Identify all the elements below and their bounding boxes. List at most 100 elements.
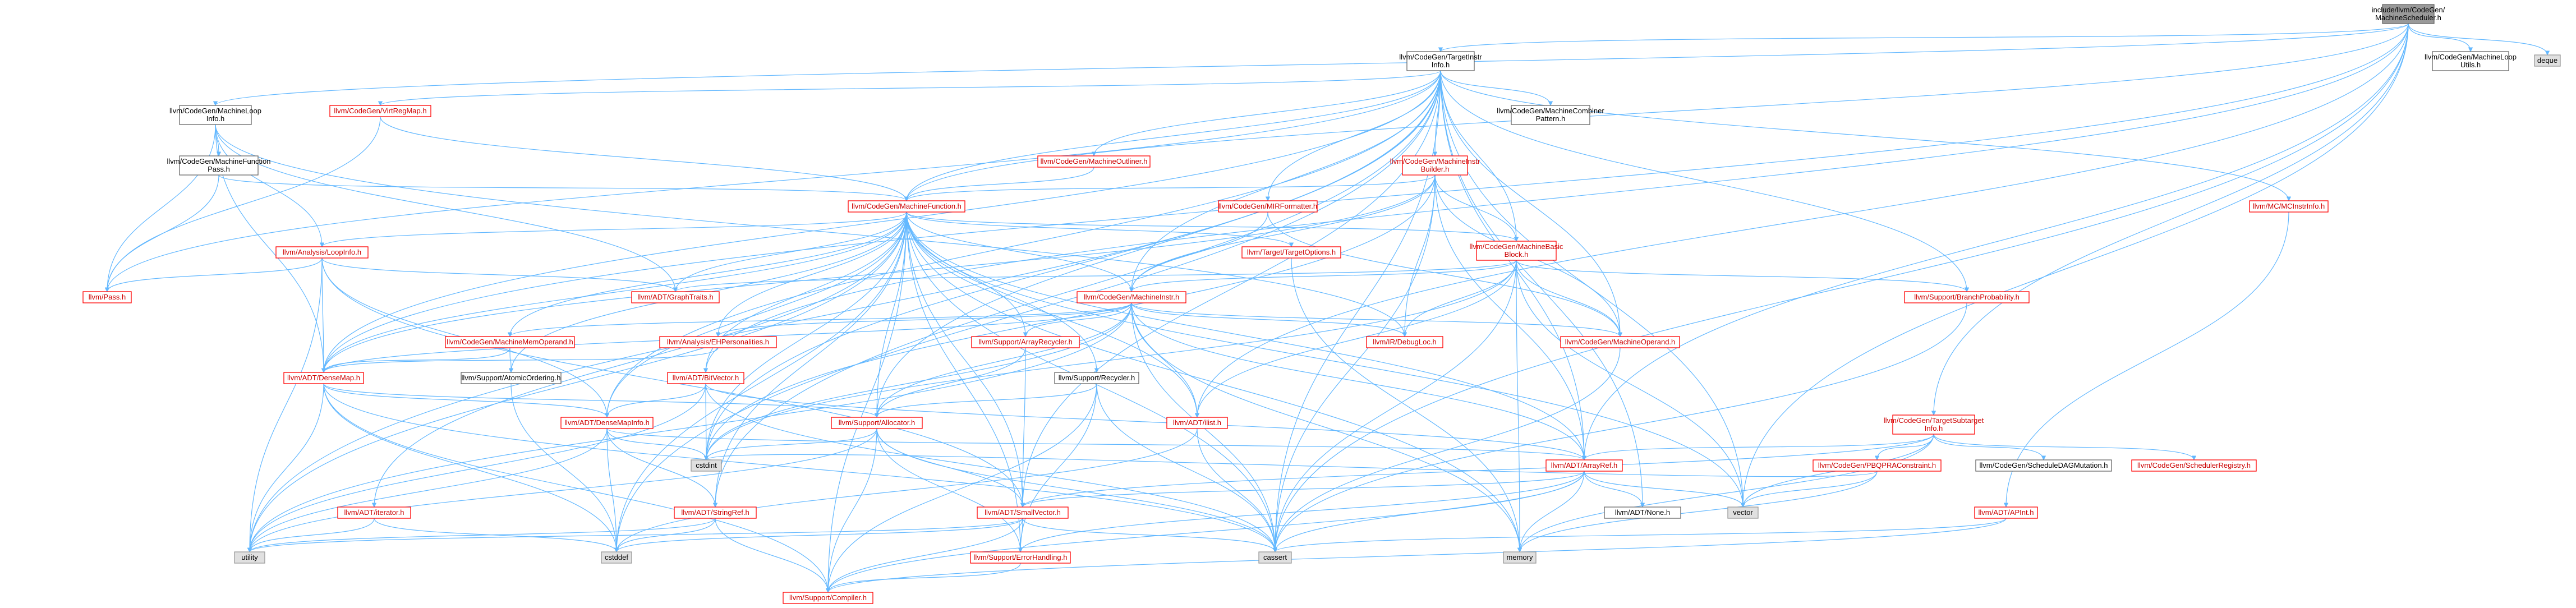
- node-bp[interactable]: llvm/Support/BranchProbability.h: [1904, 291, 2030, 303]
- edge-root-to-mli: [213, 23, 2409, 106]
- node-label: llvm/IR/DebugLoc.h: [1373, 338, 1436, 346]
- node-dmi[interactable]: llvm/ADT/DenseMapInfo.h: [560, 417, 654, 429]
- edge-to-to-memory: [1291, 257, 1522, 552]
- node-label: Info.h: [1432, 61, 1450, 69]
- node-box: [1077, 291, 1186, 303]
- edge-mf-to-dm: [321, 211, 907, 373]
- edge-tii-to-mirf: [1265, 70, 1441, 201]
- edge-mib-to-dm: [321, 174, 1436, 373]
- node-strref[interactable]: llvm/ADT/StringRef.h: [674, 506, 757, 519]
- node-label: llvm/ADT/APInt.h: [1979, 508, 2034, 517]
- node-box: [461, 372, 562, 384]
- edge-mf-to-eh2: [906, 211, 1023, 552]
- edge-bv-to-aref: [705, 383, 1587, 460]
- node-iter[interactable]: llvm/ADT/iterator.h: [337, 506, 411, 519]
- node-ao[interactable]: llvm/Support/AtomicOrdering.h: [461, 372, 562, 384]
- node-label: llvm/Support/ArrayRecycler.h: [978, 338, 1073, 346]
- node-label: llvm/CodeGen/MachineInstr: [1390, 157, 1480, 165]
- edge-mib-to-cassert: [1272, 174, 1436, 552]
- edge-tii-to-cstddef: [614, 70, 1441, 552]
- node-bv[interactable]: llvm/ADT/BitVector.h: [667, 372, 744, 384]
- node-box: [1545, 459, 1623, 472]
- edge-sv-to-eh2: [1018, 518, 1023, 552]
- edge-tii-to-utility: [247, 70, 1441, 552]
- node-sdagm[interactable]: llvm/CodeGen/ScheduleDAGMutation.h: [1975, 459, 2112, 472]
- node-pass[interactable]: llvm/Pass.h: [82, 291, 132, 303]
- node-mf[interactable]: llvm/CodeGen/MachineFunction.h: [848, 200, 965, 213]
- edge-mib-to-mi: [1129, 174, 1436, 292]
- node-dl[interactable]: llvm/IR/DebugLoc.h: [1366, 336, 1443, 348]
- node-pbqp[interactable]: llvm/CodeGen/PBQPRAConstraint.h: [1813, 459, 1942, 472]
- node-box: [783, 592, 873, 604]
- node-mop[interactable]: llvm/CodeGen/MachineOperand.h: [1560, 336, 1680, 348]
- node-box: [179, 155, 259, 176]
- node-eh2[interactable]: llvm/Support/ErrorHandling.h: [970, 551, 1071, 564]
- edge-mirf-to-mi: [1129, 211, 1268, 292]
- node-dm[interactable]: llvm/ADT/DenseMap.h: [283, 372, 364, 384]
- edge-mf-to-cstddef: [614, 211, 907, 552]
- node-ar[interactable]: llvm/Support/ArrayRecycler.h: [971, 336, 1080, 348]
- edge-dmi-to-aref: [606, 428, 1586, 460]
- edge-mib-to-mbb: [1434, 174, 1519, 242]
- edge-iter-to-utility: [247, 518, 375, 552]
- node-box: [691, 459, 722, 472]
- node-compiler[interactable]: llvm/Support/Compiler.h: [783, 592, 873, 604]
- node-alloc[interactable]: llvm/Support/Allocator.h: [831, 417, 923, 429]
- node-to[interactable]: llvm/Target/TargetOptions.h: [1241, 246, 1341, 259]
- node-mirf[interactable]: llvm/CodeGen/MIRFormatter.h: [1218, 200, 1318, 213]
- edge-tii-to-mf: [904, 70, 1441, 201]
- edge-mi-to-utility: [247, 302, 1132, 552]
- edge-aref-to-vector: [1584, 471, 1746, 508]
- edge-tii-to-alloc: [874, 70, 1441, 418]
- node-aref[interactable]: llvm/ADT/ArrayRef.h: [1545, 459, 1623, 472]
- node-rec[interactable]: llvm/Support/Recycler.h: [1054, 372, 1139, 384]
- edge-mi-to-alloc: [874, 302, 1132, 418]
- node-label: llvm/CodeGen/MachineOperand.h: [1565, 338, 1676, 346]
- node-mmo[interactable]: llvm/CodeGen/MachineMemOperand.h: [445, 336, 575, 348]
- node-root[interactable]: include/llvm/CodeGen/MachineScheduler.h: [2372, 4, 2445, 24]
- node-mcinst[interactable]: llvm/MC/MCInstrInfo.h: [2249, 200, 2329, 213]
- edge-ilist-to-cstddef: [614, 428, 1198, 552]
- node-vrm[interactable]: llvm/CodeGen/VirtRegMap.h: [329, 105, 431, 117]
- node-label: llvm/ADT/ArrayRef.h: [1551, 461, 1617, 469]
- edge-tii-to-dmi: [604, 70, 1441, 418]
- node-label: llvm/Support/BranchProbability.h: [1914, 293, 2020, 301]
- node-ilist[interactable]: llvm/ADT/ilist.h: [1166, 417, 1228, 429]
- node-label: Info.h: [1925, 424, 1943, 432]
- node-mi[interactable]: llvm/CodeGen/MachineInstr.h: [1077, 291, 1186, 303]
- edge-aref-to-memory: [1517, 471, 1585, 552]
- node-box: [1604, 506, 1681, 519]
- edge-root-to-mlu: [2408, 23, 2473, 52]
- edge-sv-to-cstddef: [614, 518, 1023, 552]
- node-box: [560, 417, 654, 429]
- node-box: [1402, 155, 1468, 176]
- node-label: llvm/ADT/GraphTraits.h: [637, 293, 713, 301]
- node-schedreg[interactable]: llvm/CodeGen/SchedulerRegistry.h: [2131, 459, 2257, 472]
- edge-tsi-to-schedreg: [1933, 434, 2197, 460]
- node-sv[interactable]: llvm/ADT/SmallVector.h: [977, 506, 1069, 519]
- node-box: [1503, 551, 1537, 564]
- edge-mi-to-dl: [1131, 302, 1407, 337]
- node-eh[interactable]: llvm/Analysis/EHPersonalities.h: [659, 336, 777, 348]
- node-graph[interactable]: llvm/ADT/GraphTraits.h: [631, 291, 720, 303]
- node-loopinfo[interactable]: llvm/Analysis/LoopInfo.h: [275, 246, 369, 259]
- edge-mib-to-dl: [1402, 174, 1436, 337]
- edge-mirf-to-mop: [1267, 211, 1623, 337]
- node-label: llvm/ADT/iterator.h: [344, 508, 404, 517]
- node-apint[interactable]: llvm/ADT/APInt.h: [1974, 506, 2038, 519]
- node-box: [667, 372, 744, 384]
- node-none[interactable]: llvm/ADT/None.h: [1604, 506, 1681, 519]
- edge-mf-to-memory: [906, 211, 1522, 552]
- node-label: utility: [241, 553, 258, 561]
- node-label: llvm/CodeGen/MIRFormatter.h: [1218, 202, 1317, 210]
- node-mo[interactable]: llvm/CodeGen/MachineOutliner.h: [1037, 155, 1151, 168]
- edge-tii-to-mcp: [1440, 70, 1553, 106]
